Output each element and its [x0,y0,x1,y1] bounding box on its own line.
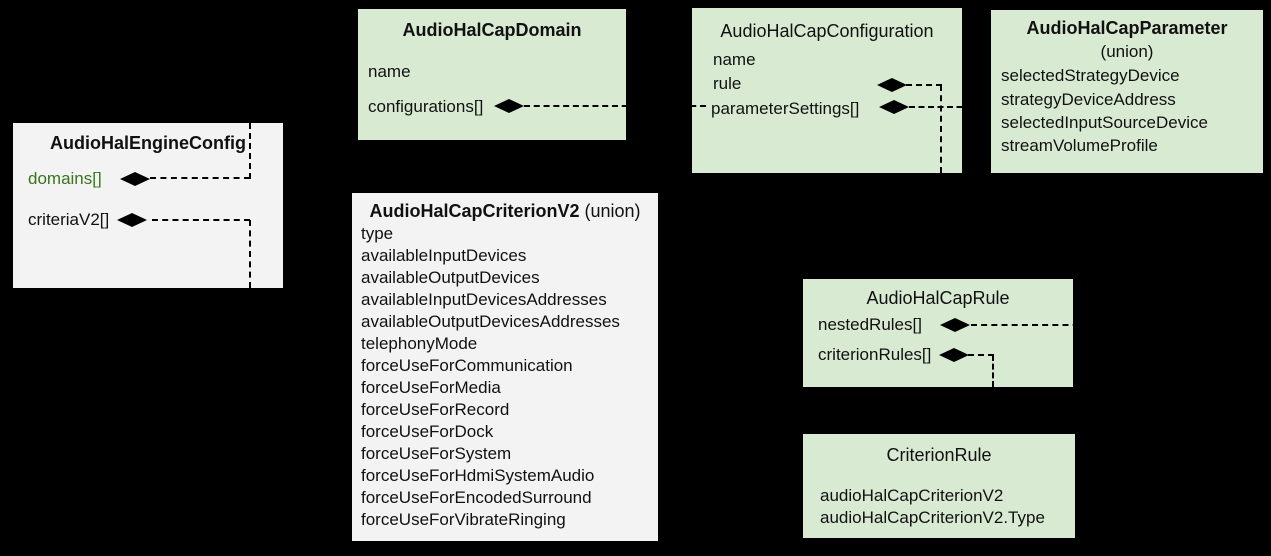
field-type: type [361,224,394,243]
field-selectedinputsourcedevice: selectedInputSourceDevice [1001,113,1208,132]
field-forceusefordock: forceUseForDock [361,422,494,441]
class-stereotype-union: (union) [1100,42,1154,61]
class-title-audiohalengineconfig: AudioHalEngineConfig [50,133,246,153]
class-title-audiohalcapcriterionv2: AudioHalCapCriterionV2(union) [352,201,658,222]
composition-diamond-icon [879,99,909,115]
composition-diamond-icon [117,212,147,228]
class-box-audiohalcapdomain: AudioHalCapDomain name configurations[] [358,9,626,140]
connector-configurations-h [524,105,706,107]
connector-rule-v [940,85,942,173]
class-box-audiohalcapcriterionv2: AudioHalCapCriterionV2(union) type avail… [352,193,658,541]
field-forceuseformedia: forceUseForMedia [361,378,501,397]
field-selectedstrategydevice: selectedStrategyDevice [1001,66,1180,85]
field-forceuseforencodedsurround: forceUseForEncodedSurround [361,488,592,507]
class-title-audiohalcapparameter: AudioHalCapParameter [1026,18,1228,38]
composition-diamond-icon [494,98,524,114]
class-box-audiohalcapconfiguration: AudioHalCapConfiguration name rule param… [692,8,962,173]
connector-criterionrules-h [968,354,994,356]
field-parametersettings: parameterSettings[] [711,99,860,118]
field-strategydeviceaddress: strategyDeviceAddress [1001,90,1176,109]
class-title-text: AudioHalCapCriterionV2 [369,201,580,221]
field-configurations: configurations[] [368,97,484,116]
connector-parametersettings-h [909,106,991,108]
field-forceuseforvibrateringing: forceUseForVibrateRinging [361,510,566,529]
class-box-audiohalengineconfig: AudioHalEngineConfig domains[] criteriaV… [13,123,283,288]
connector-domains-v [249,123,251,179]
connector-criterionrules-v [992,355,994,387]
field-availableoutputdevicesaddresses: availableOutputDevicesAddresses [361,312,620,331]
class-title-audiohalcapconfiguration: AudioHalCapConfiguration [720,21,934,41]
class-title-audiohalcapdomain: AudioHalCapDomain [402,20,582,40]
composition-diamond-icon [940,317,970,333]
field-name: name [713,50,756,69]
field-telephonymode: telephonyMode [361,334,478,353]
connector-rule-h [906,84,942,86]
field-availableinputdevices: availableInputDevices [361,246,527,265]
composition-diamond-icon [120,171,150,187]
class-title-audiohalcaprule: AudioHalCapRule [866,288,1010,308]
field-nestedrules: nestedRules[] [818,315,922,334]
class-box-audiohalcaprule: AudioHalCapRule nestedRules[] criterionR… [803,279,1073,387]
field-availableinputdevicesaddresses: availableInputDevicesAddresses [361,290,607,309]
composition-diamond-icon [877,77,907,93]
field-audiohalcapcriterionv2-type: audioHalCapCriterionV2.Type [820,508,1045,527]
field-forceuseforcommunication: forceUseForCommunication [361,356,573,375]
class-stereotype-union: (union) [584,201,641,221]
field-forceuseforsystem: forceUseForSystem [361,444,512,463]
field-forceuseforhdmisystemaudio: forceUseForHdmiSystemAudio [361,466,595,485]
field-streamvolumeprofile: streamVolumeProfile [1001,136,1158,155]
field-availableoutputdevices: availableOutputDevices [361,268,540,287]
field-criteriav2: criteriaV2[] [28,210,110,229]
field-audiohalcapcriterionv2: audioHalCapCriterionV2 [820,486,1004,505]
field-forceuseforrecord: forceUseForRecord [361,400,510,419]
field-list: type availableInputDevices availableOutp… [361,223,656,531]
connector-nestedrules-h [971,324,1099,326]
composition-diamond-icon [939,347,969,363]
field-criterionrules: criterionRules[] [818,345,932,364]
class-box-audiohalcapparameter: AudioHalCapParameter (union) selectedStr… [991,10,1263,173]
connector-domains-h [150,177,250,179]
connector-criteriav2-h [152,219,250,221]
connector-criteriav2-v [249,220,251,288]
field-name: name [368,62,411,81]
class-box-criterionrule: CriterionRule audioHalCapCriterionV2 aud… [803,434,1075,538]
field-domains: domains[] [28,169,102,188]
class-title-criterionrule: CriterionRule [886,445,992,465]
field-rule: rule [713,74,742,93]
